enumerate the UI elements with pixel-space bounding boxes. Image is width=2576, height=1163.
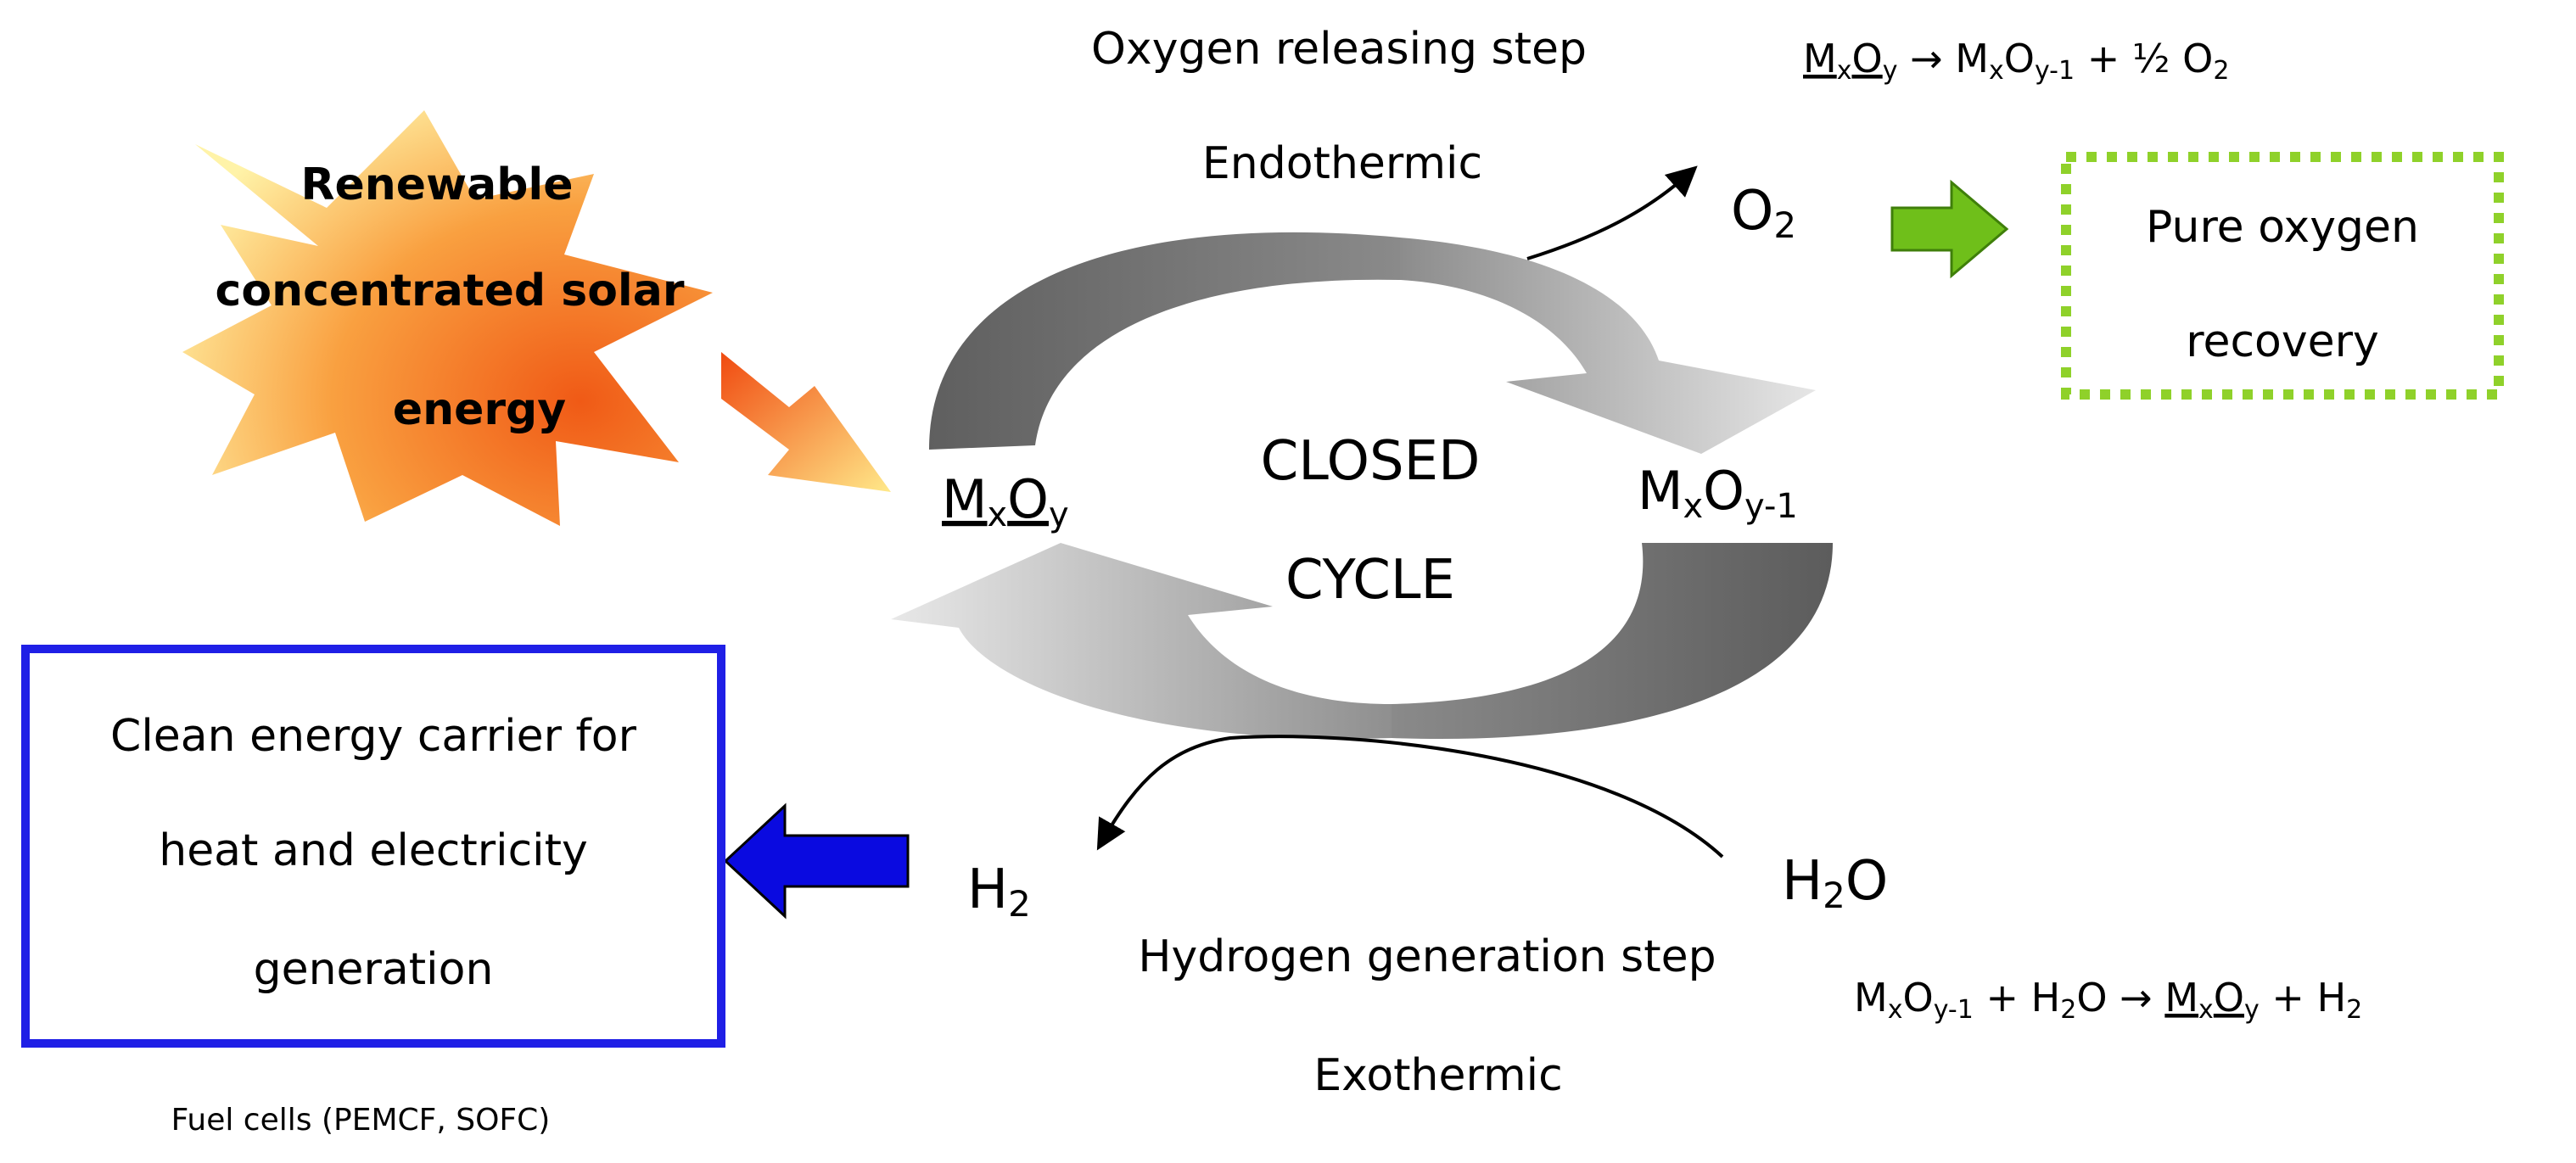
top-light-arrow (1400, 238, 1816, 454)
clean-energy-line2: heat and electricity (159, 825, 588, 876)
solar-label-line3: energy (393, 384, 566, 435)
cycle-label-line1: CLOSED (1261, 430, 1481, 493)
hydrogen-generation-step: Hydrogen generation step (1138, 931, 1716, 982)
exothermic-arrow (1096, 735, 1724, 858)
bottom-light-arrow (891, 543, 1392, 739)
clean-energy-box (21, 645, 725, 1048)
closed-cycle-arcs (891, 232, 1833, 740)
cycle-label-line2: CYCLE (1285, 549, 1455, 612)
solar-arrow (721, 352, 891, 492)
hydrogen-generation-equation: MxOy-1 + H2O → MxOy + H2 (1854, 975, 2362, 1025)
oxygen-recovery-box (2061, 152, 2504, 400)
oxygen-releasing-step: Oxygen releasing step (1091, 24, 1587, 75)
oxygen-recovery-line2: recovery (2186, 316, 2379, 367)
oxygen-release-equation: MxOy → MxOy-1 + ½ O2 (1803, 36, 2229, 86)
metal-oxide-right: MxOy-1 (1638, 460, 1798, 526)
oxygen-recovery-line1: Pure oxygen (2146, 202, 2419, 253)
sun-burst-shape (182, 110, 713, 526)
oxygen-recovery-arrow (1890, 179, 2009, 279)
exothermic-label: Exothermic (1313, 1050, 1562, 1101)
bottom-dark-arc (1392, 543, 1833, 740)
clean-energy-line1: Clean energy carrier for (110, 711, 637, 762)
solar-label-line2: concentrated solar (216, 266, 685, 316)
solar-label-line1: Renewable (300, 159, 573, 210)
clean-energy-line3: generation (254, 944, 494, 995)
h2-product: H2 (967, 858, 1031, 925)
fuel-cells-caption: Fuel cells (PEMCF, SOFC) (171, 1103, 551, 1138)
h2o-reactant: H2O (1782, 850, 1888, 916)
endothermic-label: Endothermic (1202, 138, 1482, 189)
o2-product: O2 (1731, 180, 1796, 246)
clean-energy-arrow (723, 802, 910, 920)
endothermic-arrow (1526, 165, 1698, 260)
metal-oxide-left: MxOy (942, 468, 1069, 534)
solar-energy-burst: Renewable concentrated solar energy (182, 110, 891, 526)
top-dark-arc (929, 232, 1400, 450)
